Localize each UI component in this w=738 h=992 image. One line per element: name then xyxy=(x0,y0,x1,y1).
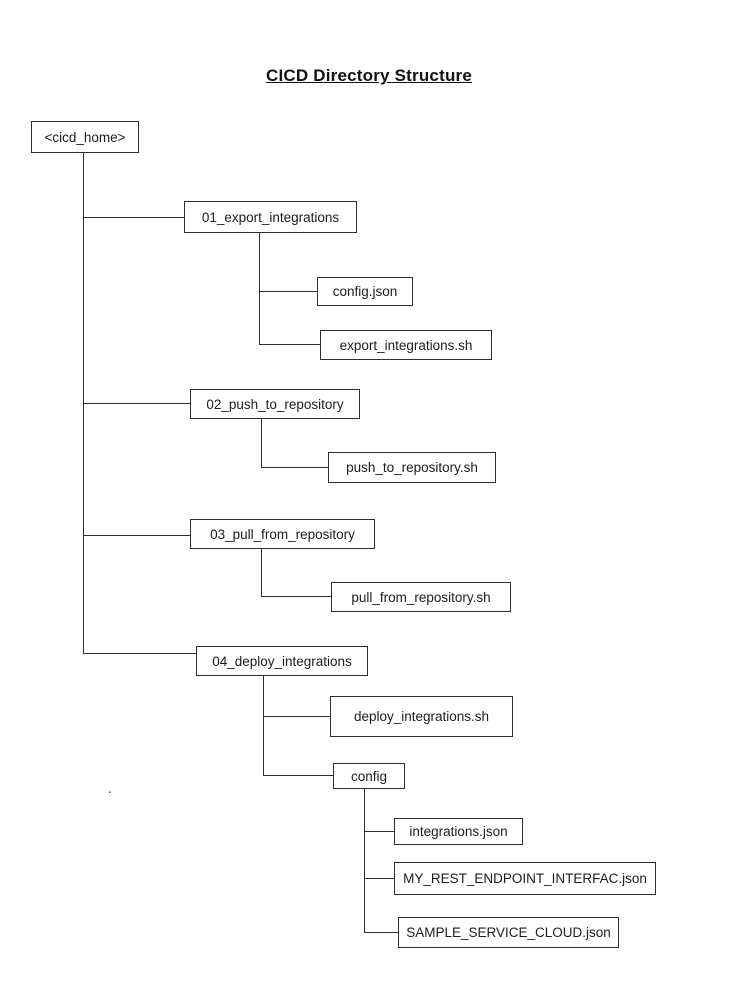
tree-node-03-pull-from-repository: 03_pull_from_repository xyxy=(190,519,375,549)
connector-branch-sample-json xyxy=(364,932,398,933)
tree-node-deploy-integrations-sh: deploy_integrations.sh xyxy=(330,696,513,737)
tree-node-integrations-json: integrations.json xyxy=(394,818,523,845)
connector-branch-config-dir xyxy=(263,775,333,776)
connector-trunk-01 xyxy=(259,233,260,345)
tree-node-config-dir: config xyxy=(333,763,405,789)
connector-trunk-04 xyxy=(263,676,264,776)
connector-branch-03 xyxy=(83,535,190,536)
connector-branch-my-rest-json xyxy=(364,878,394,879)
tree-node-cicd-home: <cicd_home> xyxy=(31,121,139,153)
connector-branch-export-sh xyxy=(259,344,320,345)
tree-node-pull-from-repository-sh: pull_from_repository.sh xyxy=(331,582,511,612)
tree-node-04-deploy-integrations: 04_deploy_integrations xyxy=(196,646,368,676)
tree-node-my-rest-endpoint-interfac-json: MY_REST_ENDPOINT_INTERFAC.json xyxy=(394,862,656,895)
connector-branch-config-json xyxy=(259,291,317,292)
connector-branch-04 xyxy=(83,653,196,654)
connector-branch-02 xyxy=(83,403,190,404)
connector-branch-pull-sh xyxy=(261,596,331,597)
connector-branch-integrations-json xyxy=(364,831,394,832)
connector-trunk-03 xyxy=(261,549,262,597)
stray-period-mark: . xyxy=(108,780,112,796)
tree-node-export-integrations-sh: export_integrations.sh xyxy=(320,330,492,360)
tree-node-02-push-to-repository: 02_push_to_repository xyxy=(190,389,360,419)
connector-branch-push-sh xyxy=(261,467,328,468)
tree-node-config-json: config.json xyxy=(317,277,413,306)
tree-node-push-to-repository-sh: push_to_repository.sh xyxy=(328,452,496,483)
tree-node-01-export-integrations: 01_export_integrations xyxy=(184,201,357,233)
connector-trunk-02 xyxy=(261,419,262,468)
connector-trunk-config xyxy=(364,789,365,933)
connector-branch-deploy-sh xyxy=(263,716,330,717)
page-title: CICD Directory Structure xyxy=(265,66,472,85)
tree-node-sample-service-cloud-json: SAMPLE_SERVICE_CLOUD.json xyxy=(398,917,619,948)
connector-branch-01 xyxy=(83,217,184,218)
